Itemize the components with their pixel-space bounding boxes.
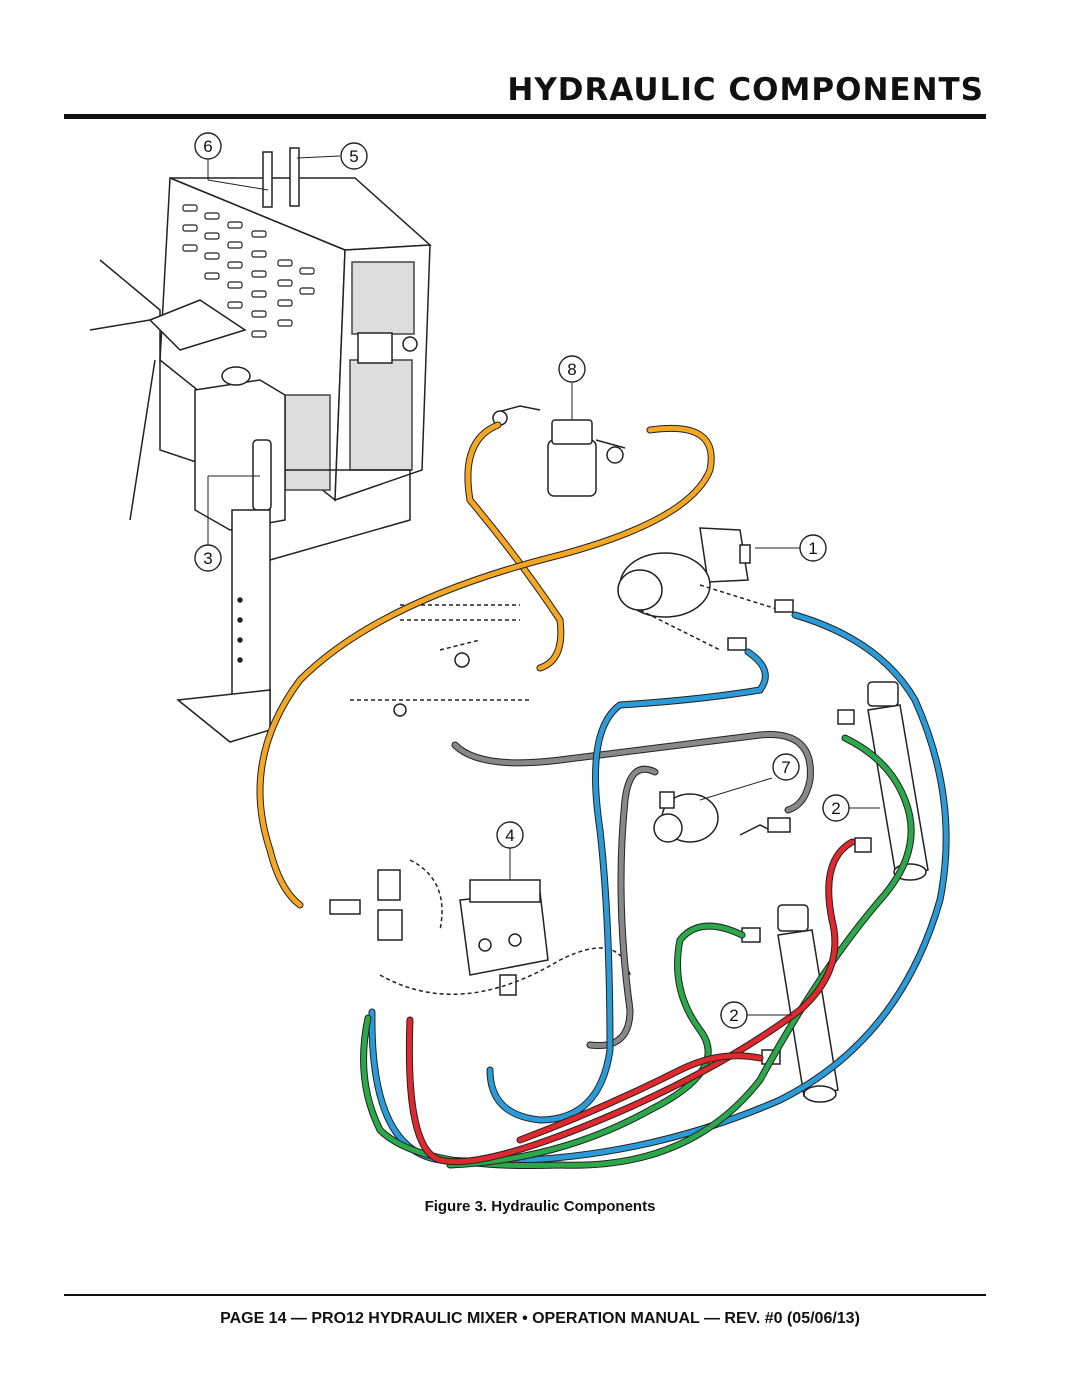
callout-7: 7 — [699, 753, 800, 801]
page-title: HYDRAULIC COMPONENTS — [507, 72, 984, 108]
callout-2-lower-label: 2 — [729, 1006, 738, 1025]
callout-3-label: 3 — [203, 549, 212, 568]
cylinder-upper — [837, 681, 929, 881]
callout-6-label: 6 — [203, 137, 212, 156]
callout-2-lower: 2 — [720, 1001, 792, 1029]
hydraulic-motor — [617, 527, 794, 651]
hydraulic-filter — [492, 405, 626, 497]
callout-2-upper: 2 — [822, 794, 880, 822]
orange-hose-a — [464, 421, 565, 672]
callout-5-label: 5 — [349, 147, 358, 166]
control-valve — [329, 859, 631, 996]
callout-8: 8 — [558, 355, 586, 420]
footer-rule — [64, 1294, 986, 1296]
hoses — [256, 421, 950, 1170]
mixer-housing — [89, 147, 530, 743]
page-footer: PAGE 14 — PRO12 HYDRAULIC MIXER • OPERAT… — [220, 1310, 860, 1327]
callout-7-label: 7 — [781, 758, 790, 777]
callout-5: 5 — [296, 142, 368, 170]
hydraulic-components-diagram: 6 5 8 3 1 7 4 2 2 — [89, 132, 950, 1170]
figure-caption: Figure 3. Hydraulic Components — [424, 1198, 656, 1215]
callout-8-label: 8 — [567, 360, 576, 379]
callout-2-upper-label: 2 — [831, 799, 840, 818]
callout-4: 4 — [496, 821, 524, 880]
header-rule — [64, 114, 986, 119]
hydraulic-pump — [653, 791, 791, 843]
callout-3: 3 — [194, 475, 260, 572]
callout-4-label: 4 — [505, 826, 514, 845]
orange-hose-b — [256, 424, 715, 909]
callout-1-label: 1 — [808, 539, 817, 558]
callout-1: 1 — [755, 534, 827, 562]
callout-6: 6 — [194, 132, 269, 191]
